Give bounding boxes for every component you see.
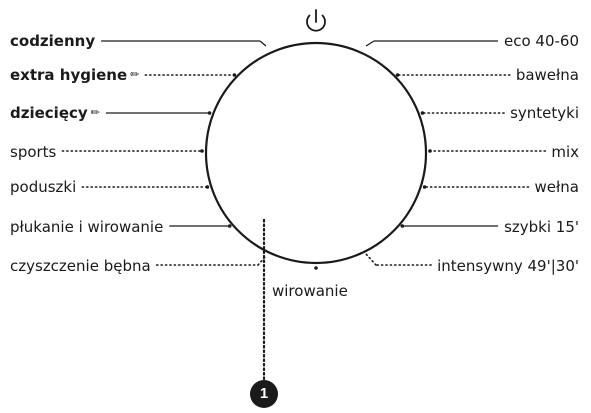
connector-dot-szybki: [400, 224, 405, 228]
program-label-text: intensywny 49'|30': [437, 257, 579, 275]
connector-dot-dzieciecy: [207, 111, 212, 115]
program-label-text: eco 40-60: [503, 32, 579, 50]
program-label-text: wirowanie: [272, 282, 348, 300]
program-label-welna[interactable]: wełna: [535, 178, 579, 196]
program-label-eco[interactable]: eco 40-60: [504, 32, 579, 50]
program-label-bawelna[interactable]: bawełna: [516, 66, 579, 84]
program-label-wirowanie[interactable]: wirowanie: [272, 282, 348, 300]
program-label-intensywny[interactable]: intensywny 49'|30': [437, 257, 579, 275]
connector-codzienny-tail: [259, 40, 267, 47]
program-label-text: syntetyki: [510, 104, 579, 122]
hand-tag-icon: ✏: [90, 106, 100, 119]
connector-dot-poduszki: [205, 185, 210, 189]
program-label-text: sports: [10, 143, 57, 161]
connector-dot-bawelna: [395, 73, 400, 77]
program-label-text: bawełna: [515, 66, 579, 84]
program-label-text: poduszki: [10, 178, 77, 196]
program-label-text: płukanie i wirowanie: [10, 218, 164, 236]
power-icon: [306, 9, 326, 32]
program-label-text: codzienny: [10, 32, 96, 50]
callout-badge: 1: [250, 380, 278, 408]
connector-dot-wirowanie: [314, 266, 318, 270]
connector-eco-tail: [365, 40, 375, 47]
program-label-text: mix: [551, 143, 579, 161]
program-label-dzieciecy[interactable]: dziecięcy✏: [10, 104, 100, 122]
connector-dot-welna: [422, 185, 427, 189]
connector-dot-plukanie: [227, 224, 232, 228]
program-label-extra-hygiene[interactable]: extra hygiene✏: [10, 66, 139, 84]
program-label-syntetyki[interactable]: syntetyki: [510, 104, 579, 122]
program-label-poduszki[interactable]: poduszki: [10, 178, 76, 196]
connector-dot-extra-hygiene: [232, 73, 237, 77]
program-label-plukanie[interactable]: płukanie i wirowanie: [10, 218, 163, 236]
program-dial[interactable]: [204, 41, 428, 265]
connector-dot-sports: [200, 149, 204, 153]
hand-tag-icon: ✏: [130, 68, 140, 81]
program-label-codzienny[interactable]: codzienny: [10, 32, 95, 50]
connector-dot-mix: [428, 149, 432, 153]
program-label-czyszczenie[interactable]: czyszczenie bębna: [10, 257, 151, 275]
connector-intensywny-tail: [365, 253, 377, 266]
program-label-mix[interactable]: mix: [551, 143, 579, 161]
program-label-szybki[interactable]: szybki 15': [504, 218, 579, 236]
program-label-text: wełna: [534, 178, 579, 196]
program-label-text: dziecięcy: [10, 104, 88, 122]
program-label-text: extra hygiene: [10, 66, 128, 84]
program-label-text: czyszczenie bębna: [10, 257, 151, 275]
connector-dot-syntetyki: [420, 111, 425, 115]
program-label-sports[interactable]: sports: [10, 143, 56, 161]
program-connectors: [61, 40, 547, 270]
program-label-text: szybki 15': [504, 218, 579, 236]
